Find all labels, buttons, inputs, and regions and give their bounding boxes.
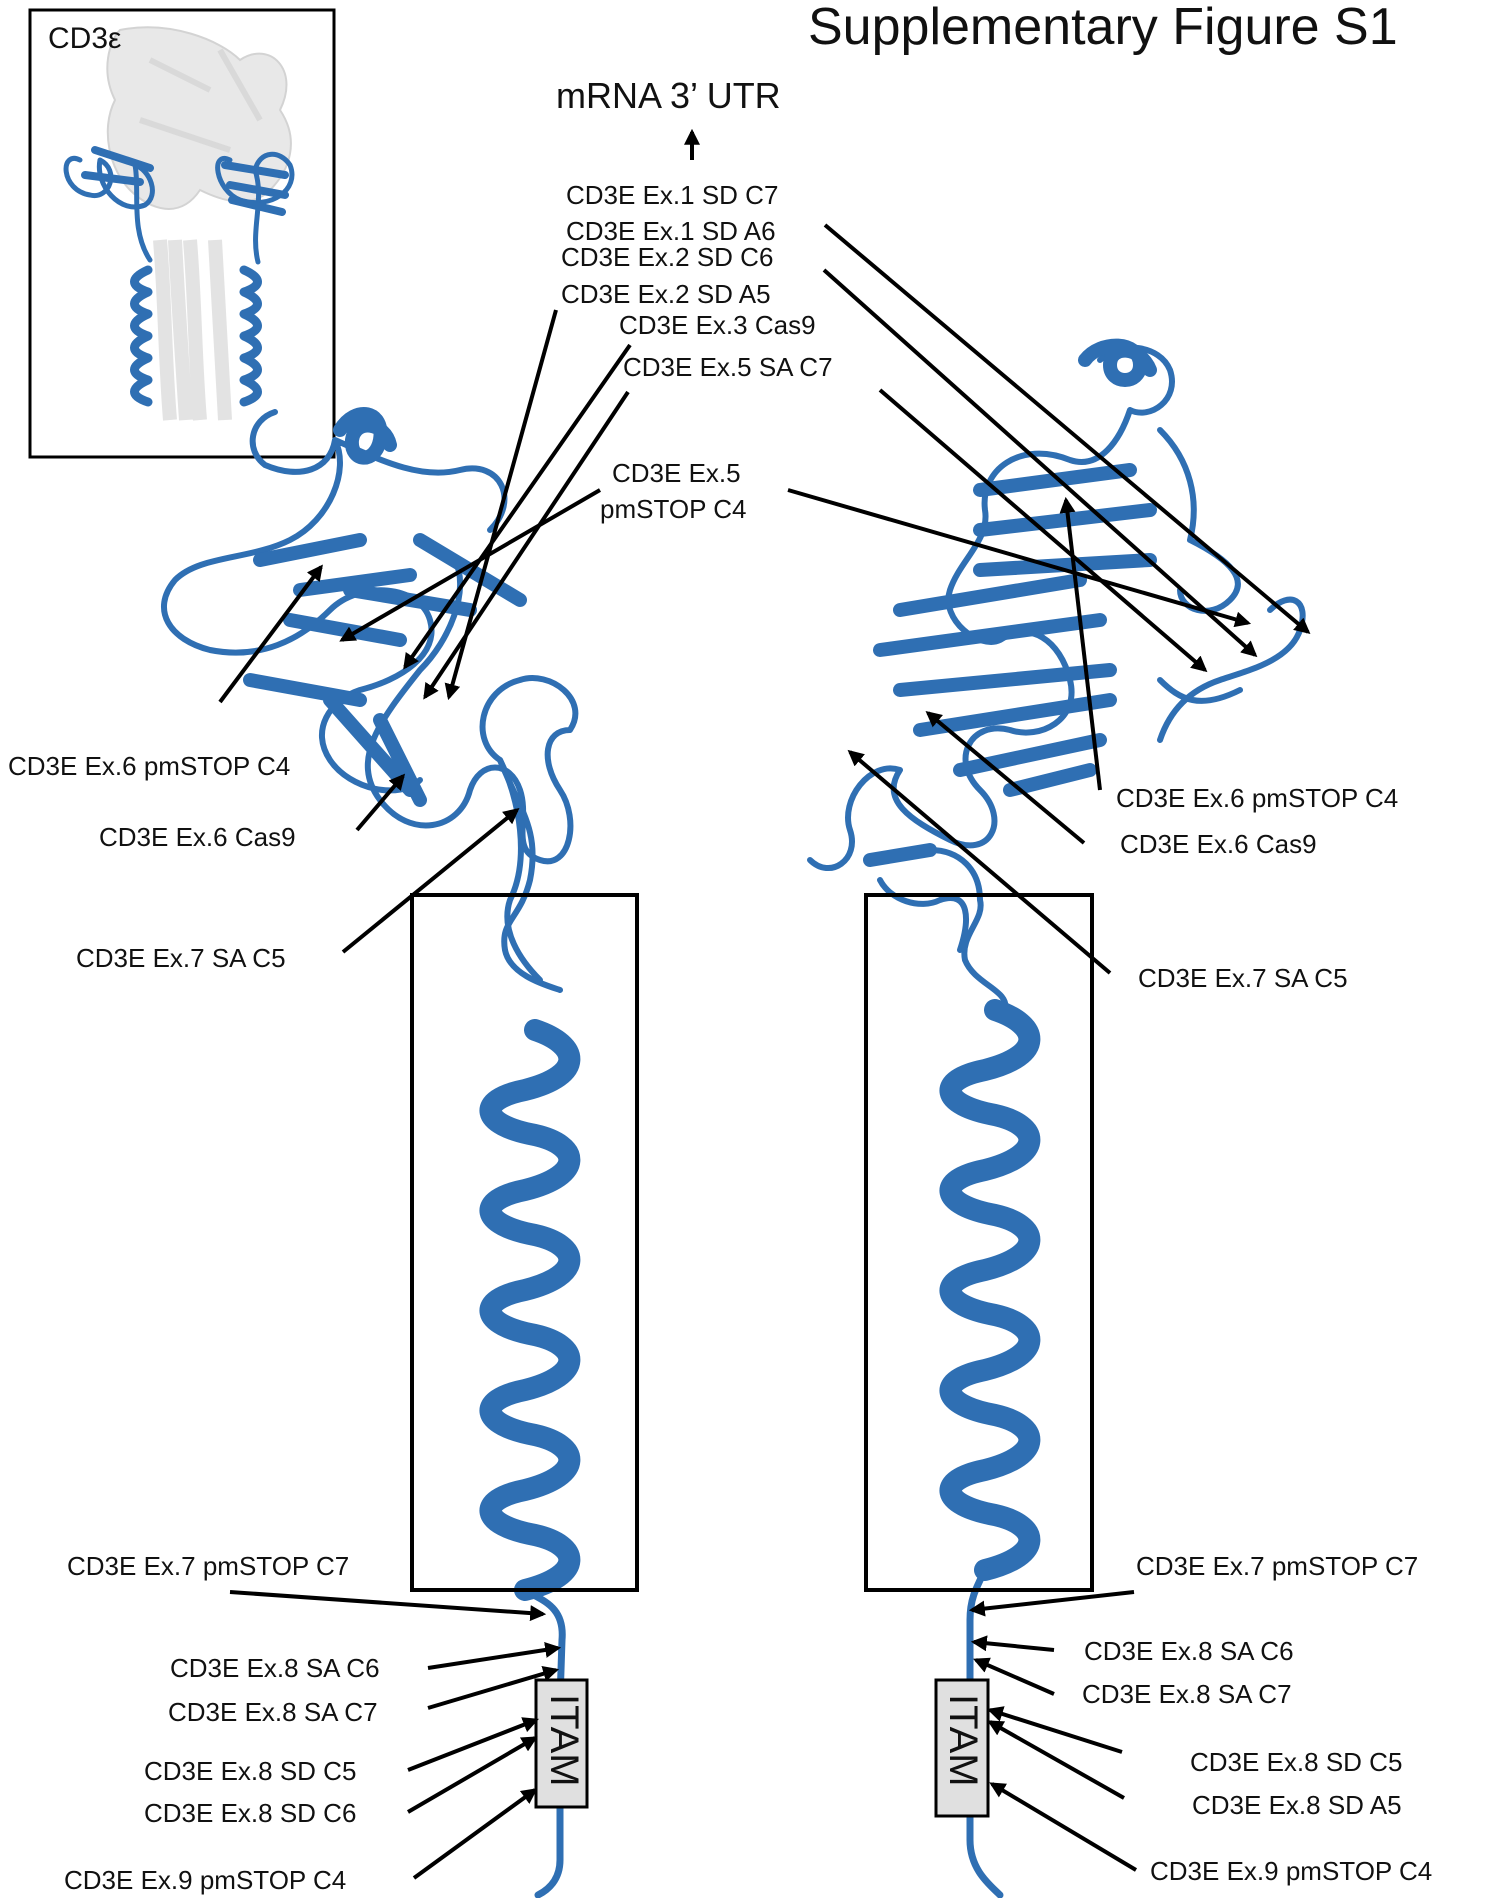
left-label-ex8-sd-c6: CD3E Ex.8 SD C6 <box>144 1798 356 1828</box>
label-ex5-pmstop-line2: pmSTOP C4 <box>600 494 746 524</box>
right-label-ex8-sa-c7: CD3E Ex.8 SA C7 <box>1082 1679 1292 1709</box>
label-ex2-sd-c6: CD3E Ex.2 SD C6 <box>561 242 773 272</box>
inset-label: CD3ε <box>48 22 121 55</box>
right-label-ex6-cas9: CD3E Ex.6 Cas9 <box>1120 829 1317 859</box>
left-label-ex7-pmstop-c7: CD3E Ex.7 pmSTOP C7 <box>67 1551 349 1581</box>
left-label-ex8-sd-c5: CD3E Ex.8 SD C5 <box>144 1756 356 1786</box>
top-arrows <box>342 225 1308 697</box>
left-linker <box>500 760 560 990</box>
arrow-left-ex7-sa-c5 <box>343 810 517 952</box>
arrow-ex2-sd <box>824 270 1255 655</box>
right-label-ex7-sa-c5: CD3E Ex.7 SA C5 <box>1138 963 1348 993</box>
right-tm-helix <box>950 1010 1029 1570</box>
right-label-ex9-pmstop-c4: CD3E Ex.9 pmSTOP C4 <box>1150 1856 1432 1886</box>
arrow-right-ex7-pmstop <box>972 1592 1134 1610</box>
label-ex2-sd-a5: CD3E Ex.2 SD A5 <box>561 279 771 309</box>
arrow-ex5-sa-c7-left <box>425 392 628 697</box>
right-label-ex8-sd-a5: CD3E Ex.8 SD A5 <box>1192 1790 1402 1820</box>
arrow-left-ex9-pmstop <box>414 1790 535 1878</box>
right-label-ex8-sd-c5: CD3E Ex.8 SD C5 <box>1190 1747 1402 1777</box>
left-beta-strands <box>250 540 520 800</box>
figure-title: Supplementary Figure S1 <box>808 0 1398 56</box>
left-itam-label: ITAM <box>542 1694 586 1787</box>
utr-label: mRNA 3’ UTR <box>556 75 781 116</box>
right-label-ex7-pmstop-c7: CD3E Ex.7 pmSTOP C7 <box>1136 1551 1418 1581</box>
left-label-ex7-sa-c5: CD3E Ex.7 SA C5 <box>76 943 286 973</box>
inset-panel: CD3ε <box>30 10 334 457</box>
arrow-right-ex8-sa-c6 <box>974 1642 1054 1650</box>
arrow-left-ex7-pmstop <box>230 1592 543 1614</box>
left-label-ex9-pmstop-c4: CD3E Ex.9 pmSTOP C4 <box>64 1865 346 1895</box>
left-label-ex6-pmstop-c4: CD3E Ex.6 pmSTOP C4 <box>8 751 290 781</box>
arrow-left-ex8-sa-c6 <box>428 1648 558 1668</box>
arrow-left-ex8-sd-c6 <box>408 1738 535 1812</box>
left-label-ex8-sa-c7: CD3E Ex.8 SA C7 <box>168 1697 378 1727</box>
arrow-left-ex8-sd-c5 <box>408 1720 536 1770</box>
arrow-right-ex9-pmstop <box>992 1784 1136 1870</box>
left-label-ex8-sa-c6: CD3E Ex.8 SA C6 <box>170 1653 380 1683</box>
right-itam-label: ITAM <box>941 1694 985 1787</box>
label-ex3-cas9: CD3E Ex.3 Cas9 <box>619 310 816 340</box>
left-small-helix <box>340 414 390 458</box>
right-tm-box <box>866 895 1092 1590</box>
right-small-helix <box>1085 346 1150 380</box>
label-ex5-sa-c7: CD3E Ex.5 SA C7 <box>623 352 833 382</box>
label-ex1-sd-c7: CD3E Ex.1 SD C7 <box>566 180 778 210</box>
right-label-ex6-pmstop-c4: CD3E Ex.6 pmSTOP C4 <box>1116 783 1398 813</box>
right-beta-strands <box>870 470 1150 860</box>
arrow-ex3-cas9 <box>405 345 630 667</box>
label-ex5-pmstop-line1: CD3E Ex.5 <box>612 458 741 488</box>
right-label-ex8-sa-c6: CD3E Ex.8 SA C6 <box>1084 1636 1294 1666</box>
left-label-ex6-cas9: CD3E Ex.6 Cas9 <box>99 822 296 852</box>
left-tm-helix <box>490 1030 569 1590</box>
